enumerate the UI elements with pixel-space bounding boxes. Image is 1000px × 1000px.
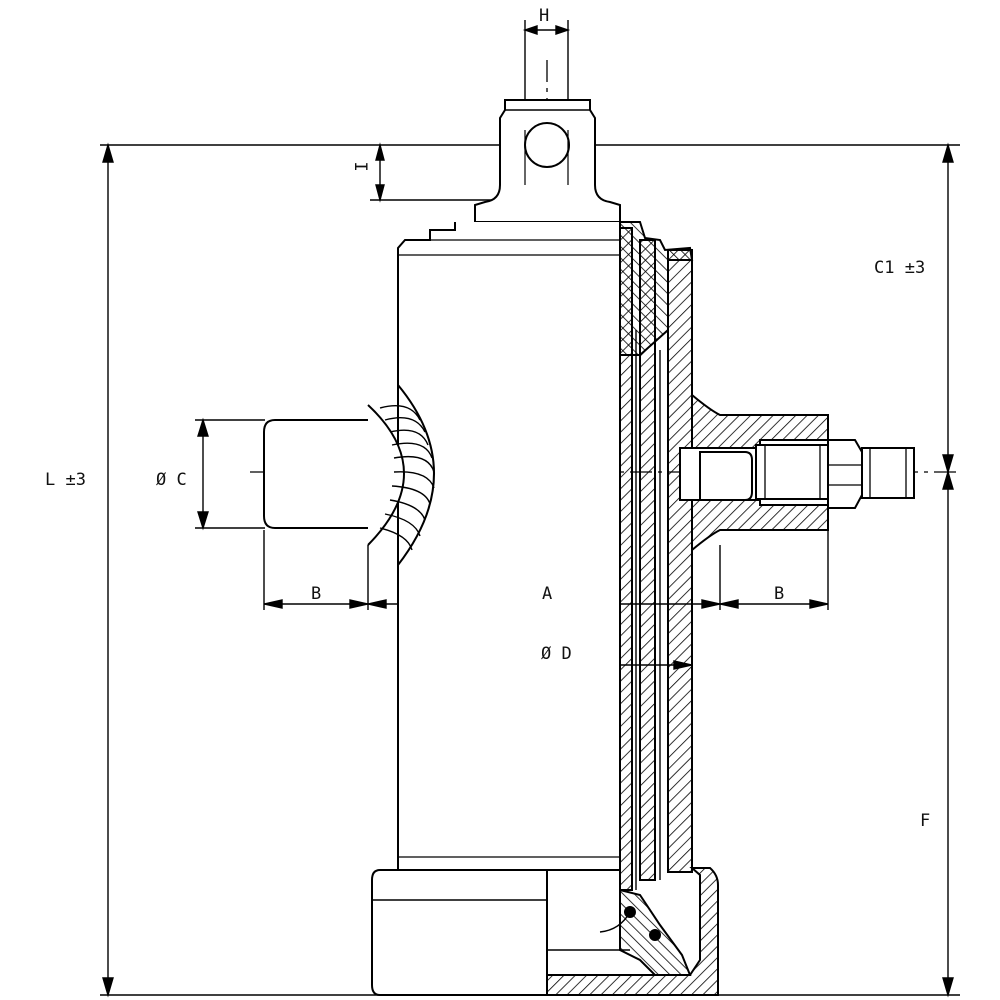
- hydraulic-fitting: [755, 439, 915, 509]
- label-f: F: [920, 811, 931, 831]
- label-b-right: B: [774, 584, 785, 604]
- dimension-lines: [100, 20, 960, 998]
- top-eye: [474, 99, 621, 223]
- left-port: [263, 384, 435, 566]
- label-a: A: [542, 584, 553, 604]
- label-l: L ±3: [45, 470, 86, 490]
- label-i-side: I: [352, 161, 373, 172]
- stage-steps: [397, 222, 621, 871]
- label-h-top: H: [539, 6, 550, 26]
- sectioned-body: [619, 221, 694, 891]
- label-c1: C1 ±3: [874, 258, 926, 278]
- label-b-left: B: [311, 584, 322, 604]
- bottom-base: [371, 867, 719, 996]
- label-d: Ø D: [541, 644, 572, 664]
- label-c: Ø C: [156, 470, 187, 490]
